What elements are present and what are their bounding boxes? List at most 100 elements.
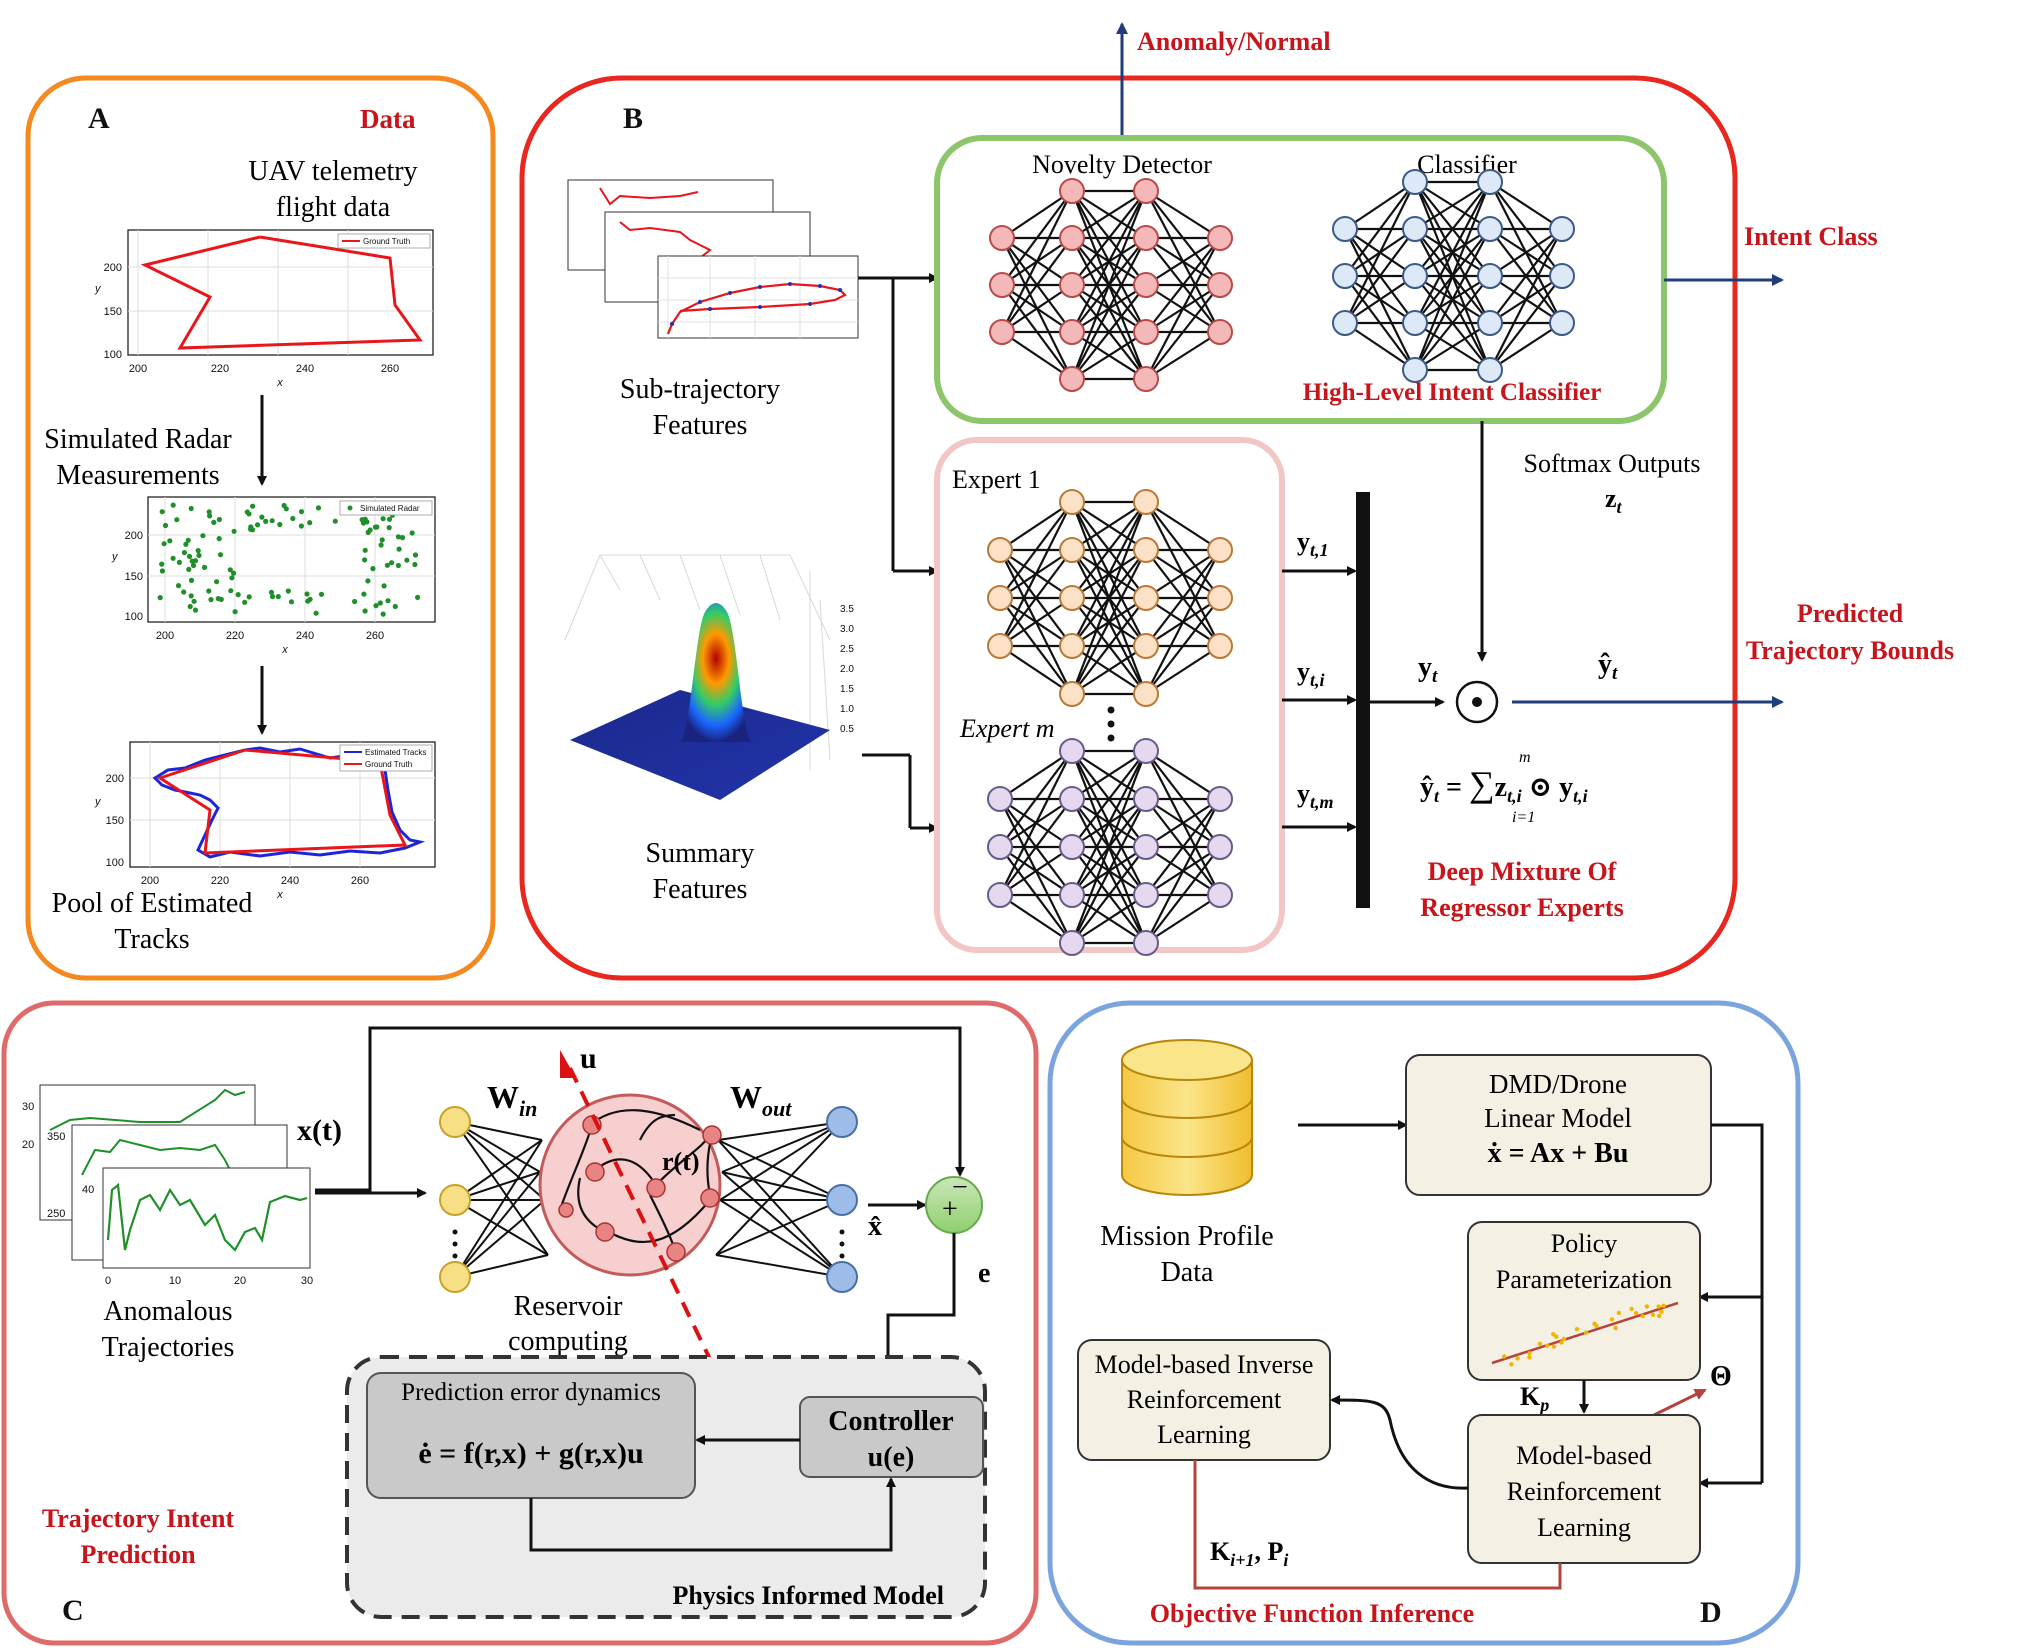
svg-text:10: 10 bbox=[169, 1275, 181, 1287]
radar-point bbox=[269, 593, 276, 600]
radar-point bbox=[381, 583, 387, 589]
radar-point bbox=[315, 505, 322, 511]
radar-point bbox=[176, 559, 182, 566]
radar-point bbox=[288, 599, 295, 605]
network-node bbox=[1402, 169, 1428, 195]
radar-point bbox=[207, 513, 213, 519]
radar-point bbox=[206, 588, 212, 594]
network-node bbox=[1133, 585, 1159, 611]
policy-sample-point bbox=[1559, 1340, 1564, 1345]
radar-point bbox=[380, 611, 386, 617]
radar-point bbox=[415, 594, 421, 601]
radar-point bbox=[304, 591, 310, 597]
e-label: e bbox=[978, 1258, 990, 1289]
expert-m-network bbox=[987, 738, 1233, 956]
mbrl-line2: Reinforcement bbox=[1507, 1477, 1662, 1506]
network-node bbox=[1133, 366, 1159, 392]
network-node bbox=[1059, 930, 1085, 956]
radar-point bbox=[170, 502, 176, 508]
radar-point bbox=[227, 567, 233, 573]
plot2-xtick-260: 260 bbox=[366, 630, 384, 642]
network-node bbox=[1059, 225, 1085, 251]
mbrl-line1: Model-based bbox=[1516, 1441, 1652, 1470]
reservoir-network bbox=[439, 1106, 858, 1293]
softmax-label-line1: Softmax Outputs bbox=[1524, 449, 1701, 478]
radar-point bbox=[229, 575, 235, 581]
predicted-label-line1: Predicted bbox=[1797, 599, 1904, 628]
plot1-ytick-100: 100 bbox=[104, 349, 122, 361]
policy-sample-point bbox=[1644, 1304, 1650, 1309]
network-node bbox=[1133, 319, 1159, 345]
panel-a-frame bbox=[25, 75, 496, 981]
radar-point bbox=[242, 599, 248, 605]
policy-sample-point bbox=[1657, 1313, 1662, 1319]
radar-point bbox=[196, 552, 202, 559]
network-node bbox=[987, 633, 1013, 659]
w-in-label: Win bbox=[487, 1079, 537, 1121]
radar-point bbox=[159, 561, 165, 567]
summary-caption-line2: Features bbox=[653, 874, 748, 905]
control-dashed-line bbox=[568, 1067, 747, 1433]
radar-point bbox=[370, 566, 376, 572]
svg-text:1.5: 1.5 bbox=[840, 684, 854, 695]
experts-ellipsis bbox=[1107, 706, 1115, 742]
radar-point bbox=[352, 598, 358, 605]
prediction-error-title: Prediction error dynamics bbox=[401, 1379, 661, 1406]
radar-point bbox=[275, 594, 281, 600]
summary-caption-line1: Summary bbox=[646, 838, 755, 869]
network-node bbox=[1059, 786, 1085, 812]
network-node bbox=[1549, 310, 1575, 336]
network-node bbox=[1207, 319, 1233, 345]
plot2-ytick-200: 200 bbox=[125, 530, 143, 542]
mission-caption-line1: Mission Profile bbox=[1100, 1221, 1273, 1252]
radar-point bbox=[298, 523, 304, 529]
network-node bbox=[1207, 633, 1233, 659]
mbrl-to-mbirl-arrow bbox=[1330, 1395, 1469, 1490]
radar-point bbox=[159, 568, 165, 574]
sum-lower: i=1 bbox=[1512, 809, 1535, 826]
network-node bbox=[987, 786, 1013, 812]
network-node bbox=[1477, 263, 1503, 289]
plot3-ytick-150: 150 bbox=[106, 815, 124, 827]
plot3-legend-2: Ground Truth bbox=[365, 760, 412, 769]
network-node bbox=[1402, 216, 1428, 242]
radar-point bbox=[216, 516, 222, 523]
plot3-xtick-240: 240 bbox=[281, 875, 299, 887]
radar-point bbox=[362, 516, 368, 522]
radar-point bbox=[214, 579, 220, 585]
uav-caption-line2: flight data bbox=[276, 192, 391, 223]
radar-point bbox=[285, 588, 291, 594]
radar-point bbox=[269, 518, 275, 524]
reservoir-nodes bbox=[558, 1115, 722, 1262]
policy-sample-point bbox=[1659, 1309, 1664, 1314]
network-node bbox=[987, 537, 1013, 563]
radar-point bbox=[235, 592, 241, 598]
radar-point bbox=[362, 608, 368, 614]
mbrl-line3: Learning bbox=[1537, 1513, 1631, 1542]
error-path bbox=[883, 1233, 956, 1390]
plot1-ytick-200: 200 bbox=[104, 262, 122, 274]
reservoir-circle bbox=[538, 1093, 722, 1277]
network-node bbox=[1133, 930, 1159, 956]
k-p-label: Ki+1, Pi bbox=[1210, 1537, 1288, 1570]
experts-title-line1: Deep Mixture Of bbox=[1428, 857, 1617, 886]
radar-point bbox=[259, 514, 265, 520]
radar-point bbox=[332, 518, 338, 524]
network-node bbox=[1059, 738, 1085, 764]
network-node bbox=[1332, 263, 1358, 289]
dmd-right-line bbox=[1711, 1123, 1764, 1483]
policy-sample-point bbox=[1551, 1344, 1557, 1349]
svg-text:30: 30 bbox=[301, 1275, 313, 1287]
mbirl-box bbox=[1077, 1339, 1331, 1461]
panel-a-title: Data bbox=[360, 104, 416, 134]
plot3-xtick-260: 260 bbox=[351, 875, 369, 887]
network-node bbox=[1059, 366, 1085, 392]
radar-caption-line1: Simulated Radar bbox=[44, 424, 232, 455]
network-node bbox=[1133, 786, 1159, 812]
input-loop-line bbox=[315, 1026, 965, 1192]
input-node bbox=[439, 1106, 471, 1138]
output-node bbox=[826, 1106, 858, 1138]
svg-text:2.5: 2.5 bbox=[840, 644, 854, 655]
network-node bbox=[1207, 786, 1233, 812]
